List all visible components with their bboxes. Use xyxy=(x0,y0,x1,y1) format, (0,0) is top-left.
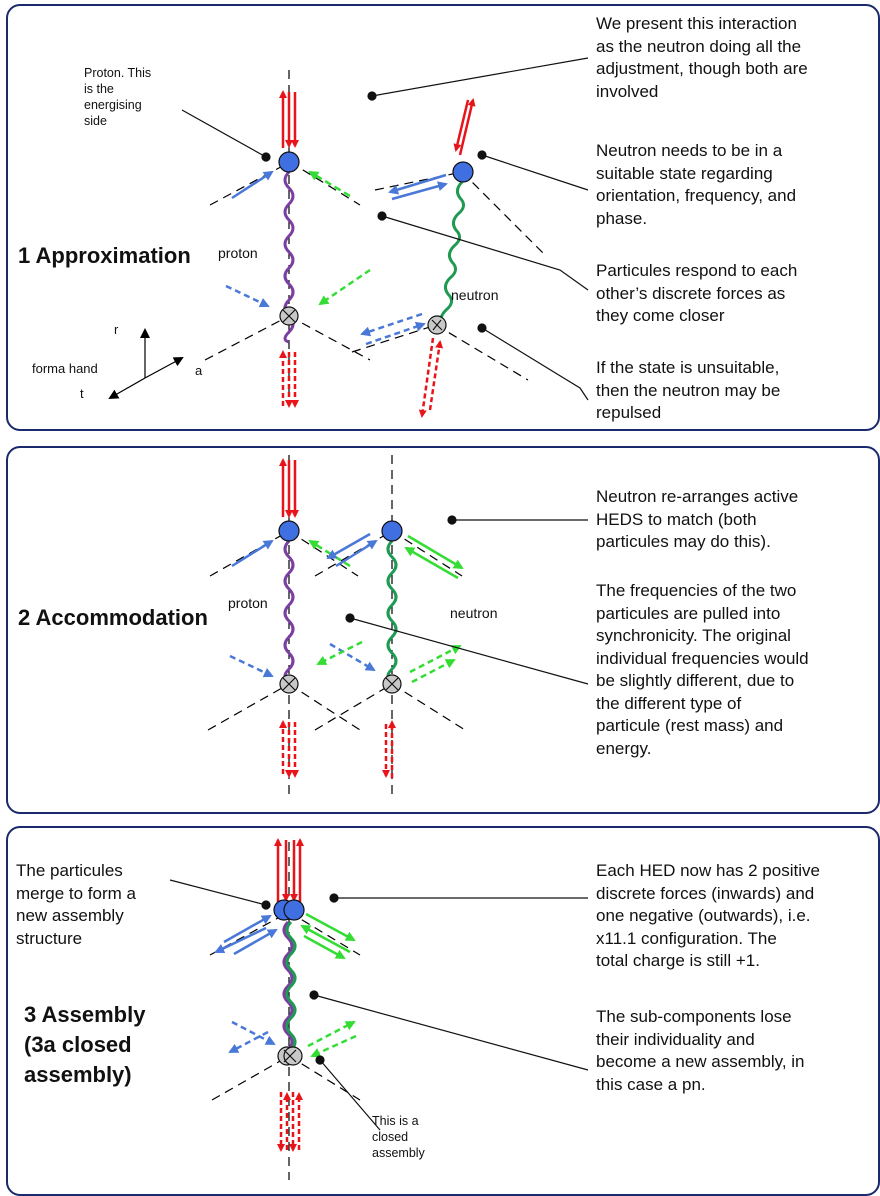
note-line: This is a xyxy=(372,1114,419,1128)
panel1-note-4: If the state is unsuitable, then the neu… xyxy=(596,357,876,425)
panel1-title: 1 Approximation xyxy=(18,243,191,268)
note-line: they come closer xyxy=(596,306,725,325)
note-line: their individuality and xyxy=(596,1029,755,1049)
panel-approximation xyxy=(6,4,880,431)
proton-note-line: is the xyxy=(84,82,114,96)
note-line: The particules xyxy=(16,861,123,880)
panel1-neutron xyxy=(351,98,546,418)
note-line: other’s discrete forces as xyxy=(596,283,786,303)
proton-note-line: energising xyxy=(84,98,142,112)
note-line: synchronicity. The original xyxy=(596,626,791,645)
note-line: particules may do this). xyxy=(596,532,771,551)
note-line: Each HED now has 2 positive xyxy=(596,861,820,880)
panel1-note-2: Neutron needs to be in a suitable state … xyxy=(596,140,876,230)
title-line: 3 Assembly xyxy=(24,1002,146,1027)
note-line: new assembly xyxy=(16,906,124,925)
note-line: closed xyxy=(372,1130,409,1144)
note-line: HEDS to match (both xyxy=(596,509,757,529)
proton-energising-note: Proton. This is the energising side xyxy=(84,65,194,129)
note-line: Neutron needs to be in a xyxy=(596,141,783,160)
note-line: If the state is unsuitable, xyxy=(596,358,780,377)
note-line: Particules respond to each xyxy=(596,261,798,280)
note-line: one negative (outwards), i.e. xyxy=(596,906,811,925)
note-line: orientation, frequency, and xyxy=(596,186,797,205)
note-line: The frequencies of the two xyxy=(596,581,797,600)
panel3-callouts xyxy=(169,879,589,1131)
note-line: become a new assembly, in xyxy=(596,1052,805,1071)
panel1-note-1: We present this interaction as the neutr… xyxy=(596,13,876,103)
panel2-callouts xyxy=(345,515,589,685)
panel1-proton xyxy=(204,70,371,408)
note-line: particules are pulled into xyxy=(596,603,781,623)
note-line: repulsed xyxy=(596,403,662,422)
axis-a-label: a xyxy=(195,363,203,378)
title-line: (3a closed xyxy=(24,1032,132,1057)
panel2-title: 2 Accommodation xyxy=(18,605,208,630)
note-line: this case a pn. xyxy=(596,1074,706,1094)
panel1-note-3: Particules respond to each other’s discr… xyxy=(596,260,876,328)
note-line: merge to form a xyxy=(16,883,136,903)
note-line: particule (rest mass) and xyxy=(596,716,784,735)
panel2-note-1: Neutron re-arranges active HEDS to match… xyxy=(596,486,876,554)
forma-hand-label: forma hand xyxy=(32,361,98,376)
panel1-neutron-label: neutron xyxy=(451,287,499,303)
note-line: adjustment, though both are xyxy=(596,59,808,78)
note-line: structure xyxy=(16,928,83,948)
proton-note-line: Proton. This xyxy=(84,66,152,80)
panel3-assembly xyxy=(209,838,361,1180)
title-line: assembly) xyxy=(24,1062,132,1087)
panel1-proton-label: proton xyxy=(218,245,258,261)
note-line: total charge is still +1. xyxy=(596,951,760,970)
note-line: then the neutron may be xyxy=(596,380,781,400)
note-line: suitable state regarding xyxy=(596,163,773,183)
note-line: the different type of xyxy=(596,693,742,713)
panel-accommodation xyxy=(6,446,880,814)
note-line: x11.1 configuration. The xyxy=(596,928,777,948)
panel3-note-1: Each HED now has 2 positive discrete for… xyxy=(596,860,876,973)
closed-assembly-note: This is a closed assembly xyxy=(372,1113,462,1161)
panel2-proton xyxy=(207,455,361,800)
note-line: We present this interaction xyxy=(596,14,797,33)
panel1-callouts xyxy=(181,57,589,401)
note-line: discrete forces (inwards) and xyxy=(596,883,815,903)
note-line: The sub-components lose xyxy=(596,1007,792,1026)
panel3-title: 3 Assembly (3a closed assembly) xyxy=(24,1000,145,1090)
panel2-note-2: The frequencies of the two particules ar… xyxy=(596,580,876,760)
panel2-neutron-label: neutron xyxy=(450,605,498,621)
panel3-left-note: The particules merge to form a new assem… xyxy=(16,860,166,950)
proton-note-line: side xyxy=(84,114,107,128)
note-line: involved xyxy=(596,81,659,101)
note-line: phase. xyxy=(596,208,648,228)
note-line: Neutron re-arranges active xyxy=(596,487,799,506)
axis-t-label: t xyxy=(80,386,84,401)
note-line: be slightly different, due to xyxy=(596,671,795,690)
panel2-neutron xyxy=(314,455,466,800)
note-line: individual frequencies would xyxy=(596,648,809,668)
panel3-note-2: The sub-components lose their individual… xyxy=(596,1006,876,1096)
axes-triad xyxy=(108,328,184,399)
note-line: energy. xyxy=(596,738,652,758)
note-line: assembly xyxy=(372,1146,425,1160)
panel2-proton-label: proton xyxy=(228,595,268,611)
note-line: as the neutron doing all the xyxy=(596,36,802,56)
axis-r-label: r xyxy=(114,322,119,337)
